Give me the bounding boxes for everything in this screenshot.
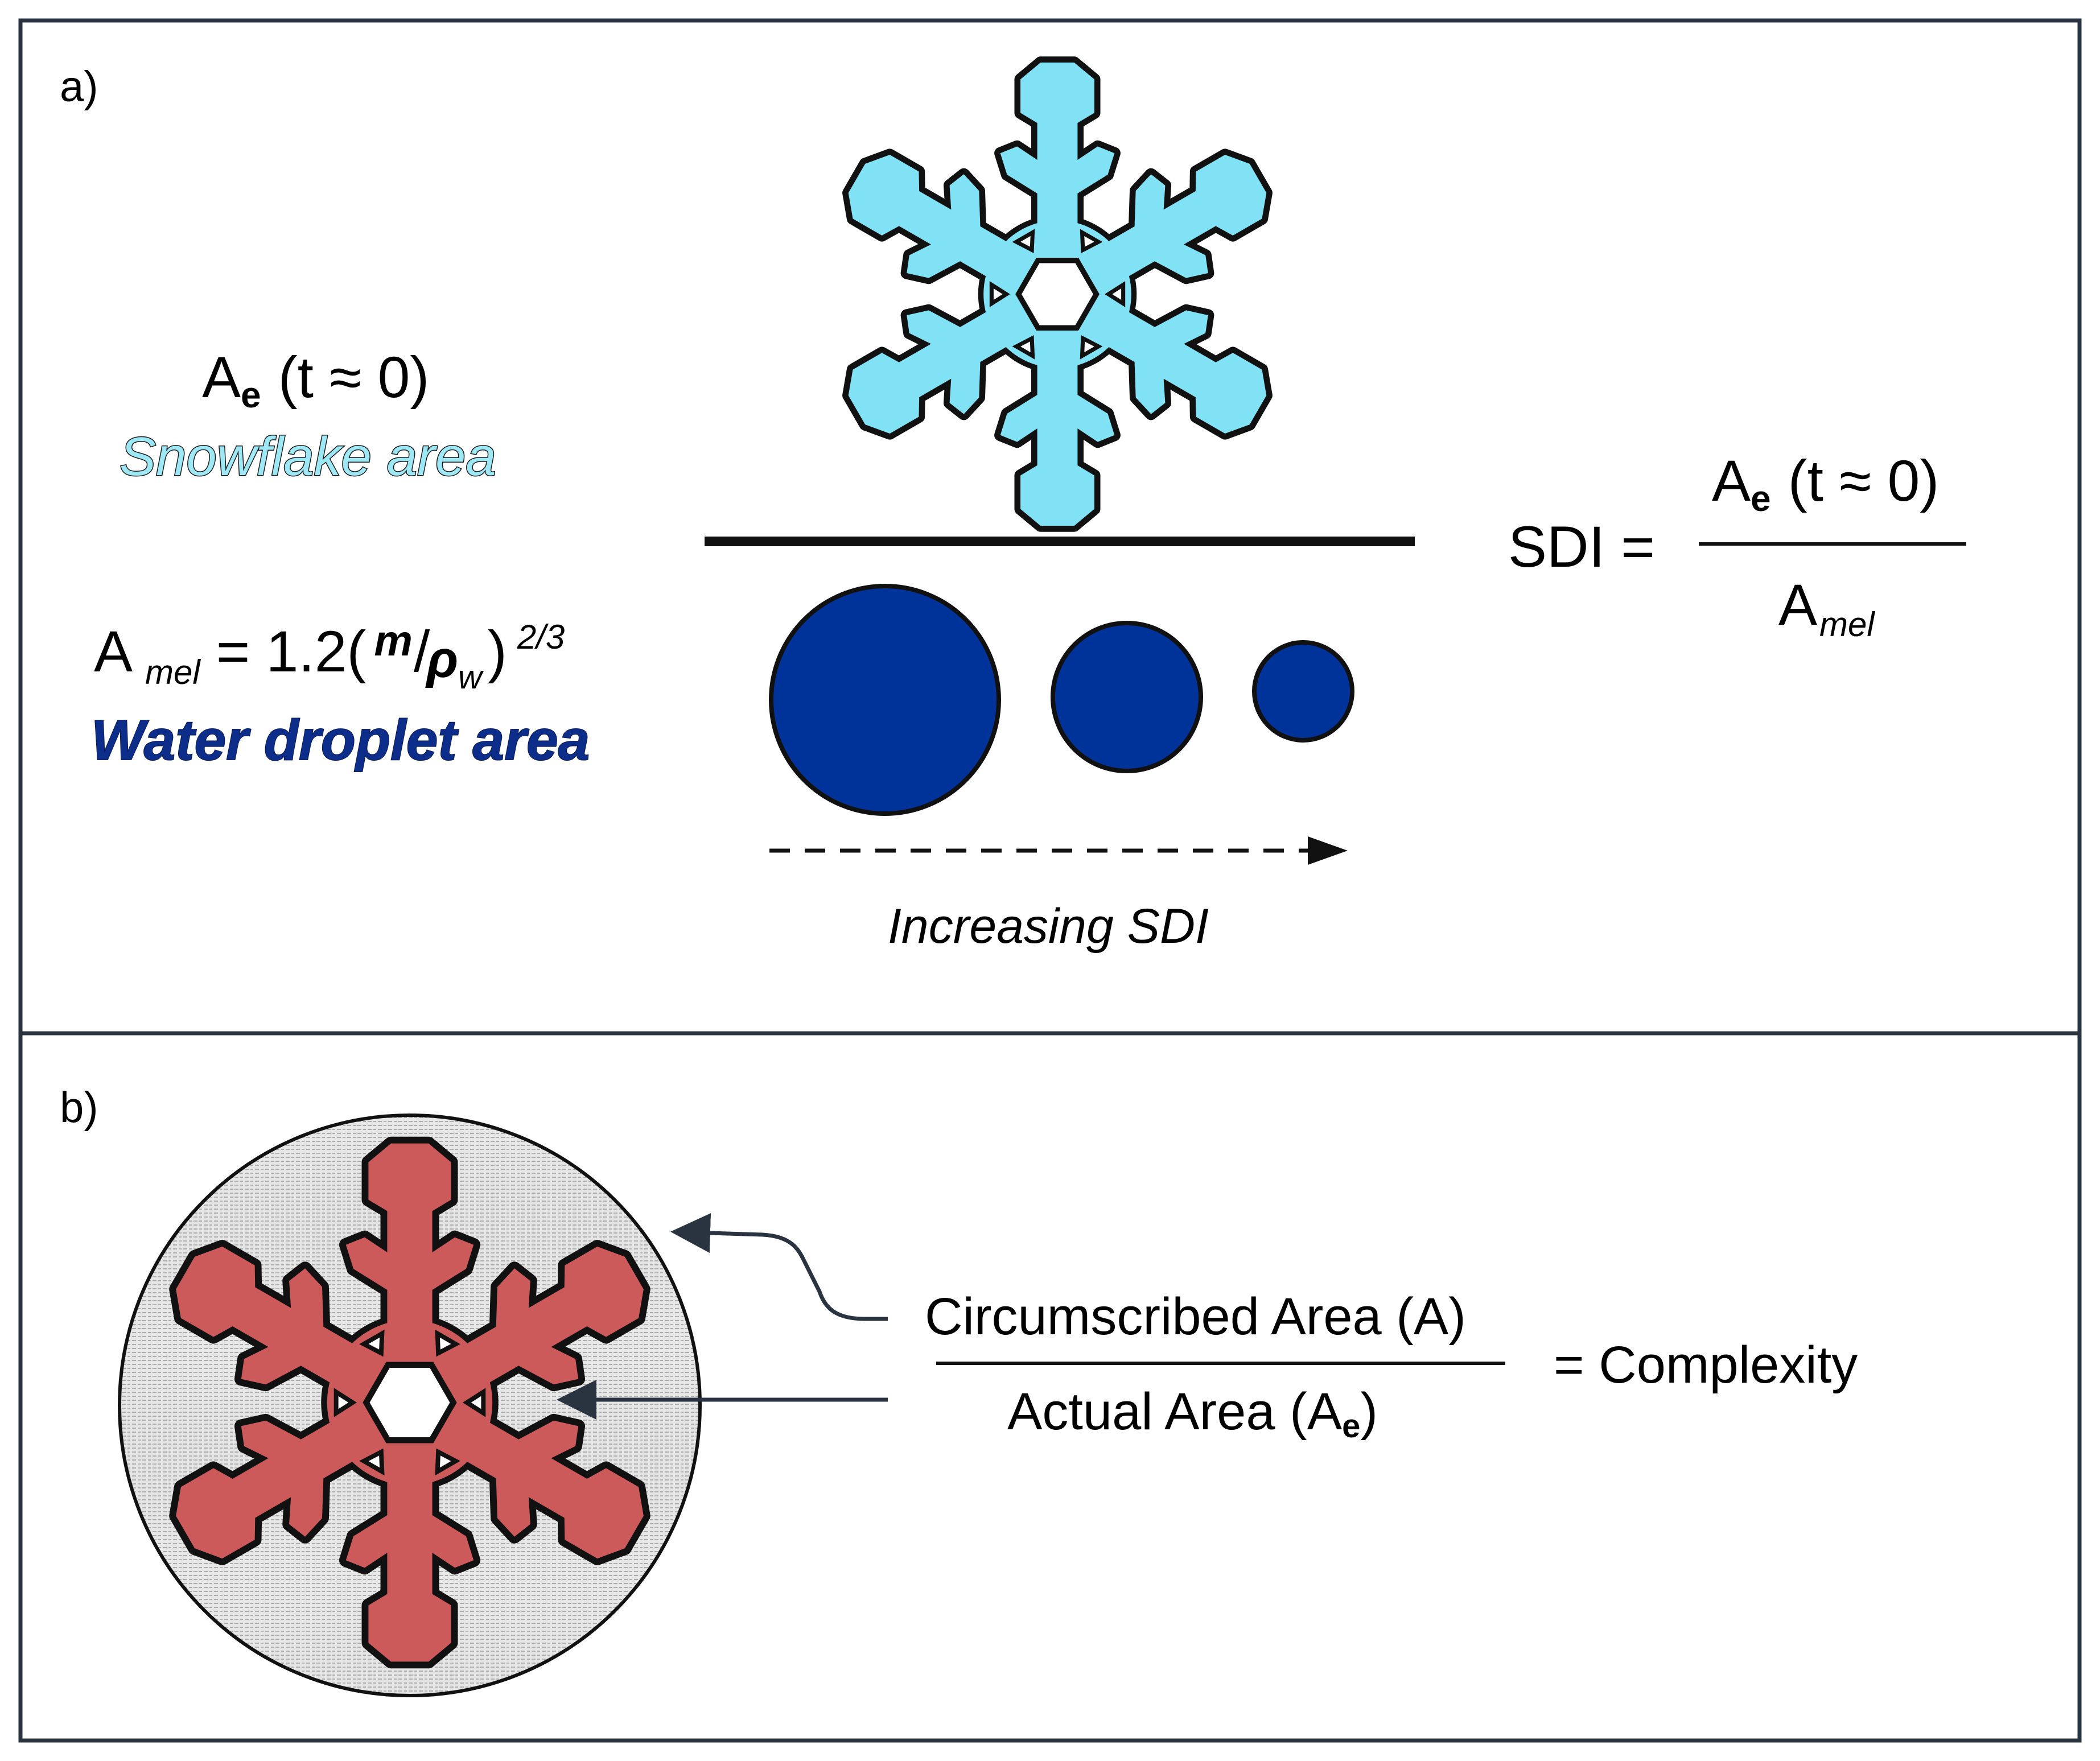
snowflake-icon [842, 56, 1273, 532]
water-droplet-large [769, 584, 1001, 816]
complexity-fraction-bar [936, 1362, 1505, 1365]
sdi-denominator: Amel [1778, 572, 1875, 644]
complexity-numerator: Circumscribed Area (A) [925, 1288, 1466, 1346]
increasing-sdi-label: Increasing SDI [888, 899, 1209, 954]
panel-a-label: a) [60, 63, 98, 111]
complexity-denominator: Actual Area (Ae) [1007, 1383, 1378, 1445]
fraction-bar [705, 537, 1415, 546]
sdi-fraction-bar [1699, 542, 1966, 546]
complexity-result: = Complexity [1554, 1336, 1858, 1394]
snowflake-area-caption: Snowflake area [120, 426, 496, 487]
sdi-numerator: Ae(t ≈ 0) [1712, 448, 1939, 519]
water-droplet-small [1252, 640, 1354, 743]
increasing-sdi-arrowhead [1308, 836, 1348, 865]
panel-b-frame [18, 1031, 2082, 1743]
complexity-snowflake-icon [169, 1136, 650, 1669]
water-droplet-medium [1051, 621, 1203, 773]
circumscribed-area-arrow [670, 1213, 888, 1321]
panel-b-label: b) [60, 1083, 98, 1132]
sdi-lhs: SDI = [1508, 514, 1655, 579]
droplet-area-caption: Water droplet area [91, 708, 590, 772]
snowflake-area-formula: Ae(t ≈ 0) [202, 345, 429, 415]
